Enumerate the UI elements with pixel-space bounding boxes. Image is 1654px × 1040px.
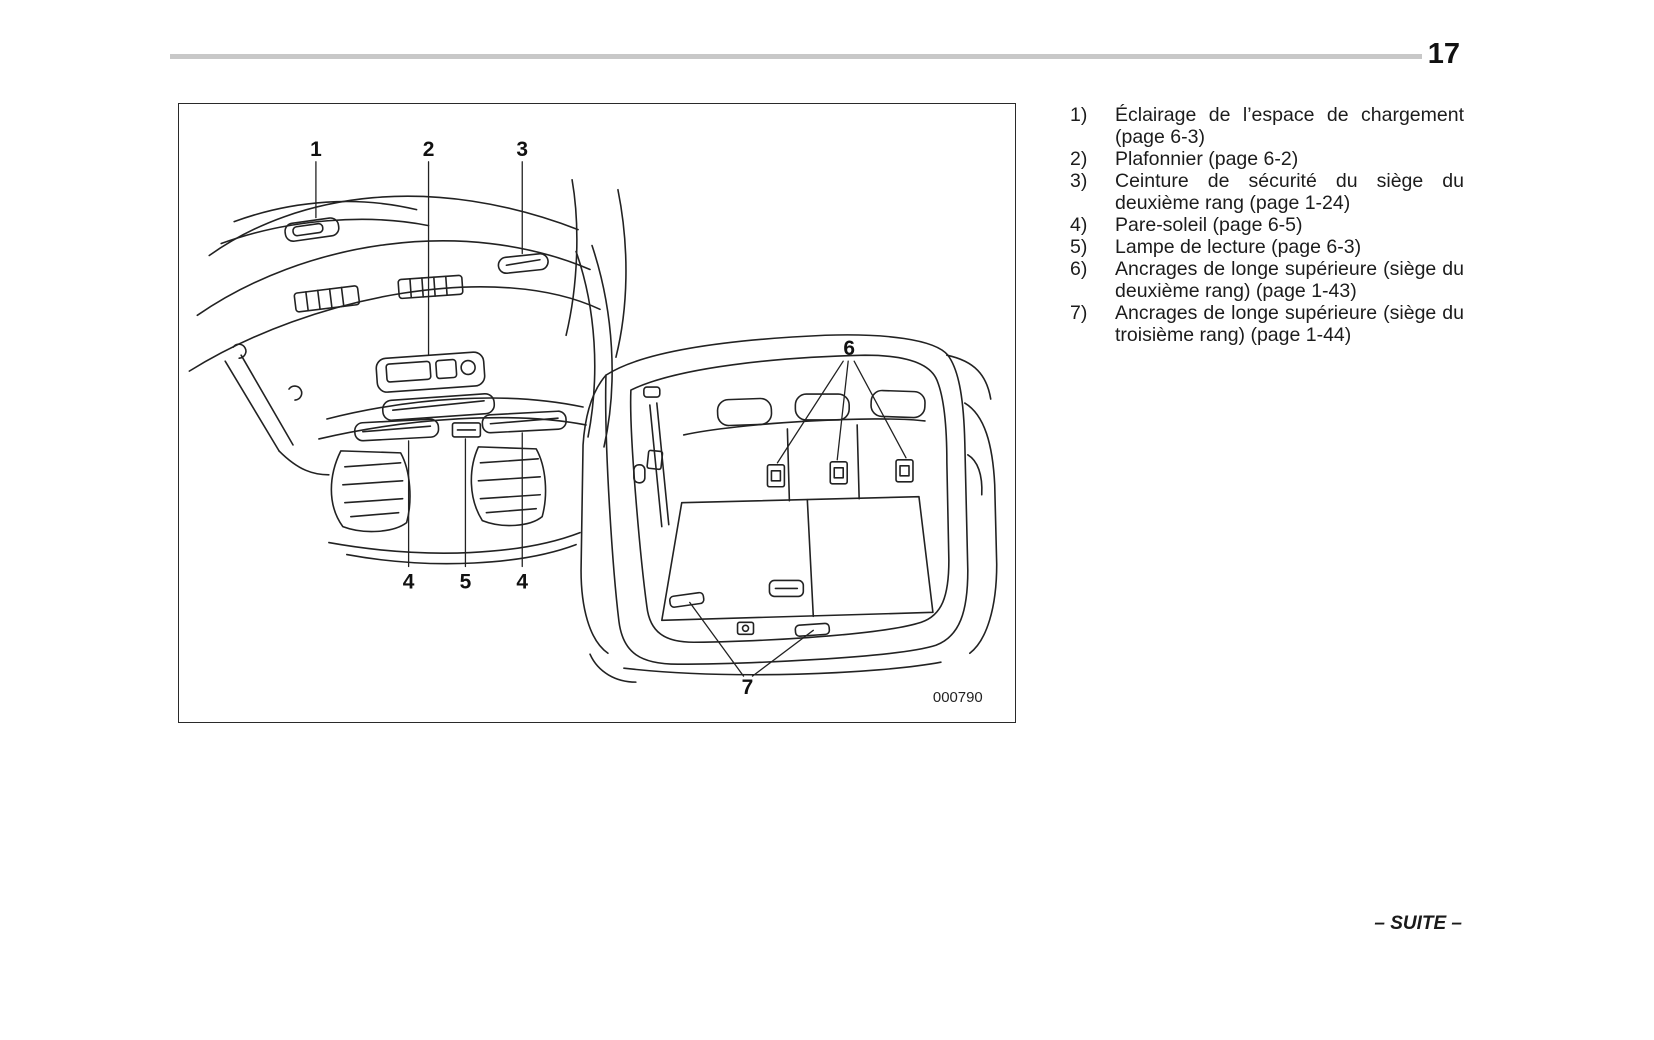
front-seat-left <box>330 450 411 533</box>
cargo-view <box>580 334 998 683</box>
page-number: 17 <box>1427 38 1460 70</box>
opening-inner-outline <box>629 354 950 644</box>
sun-visor-left <box>353 418 440 442</box>
seat-belt <box>643 386 670 528</box>
legend-item-number: 2) <box>1070 148 1088 170</box>
ceiling-view <box>188 178 627 565</box>
legend-item-number: 5) <box>1070 236 1088 258</box>
second-row-light <box>497 252 549 275</box>
callout-7-label: 7 <box>742 676 754 699</box>
tether-anchor-1 <box>766 464 786 488</box>
callout-5-label: 5 <box>460 570 472 593</box>
callout-2-label: 2 <box>423 138 435 161</box>
legend-item-1: 1) Éclairage de l’espace de chargement (… <box>1070 104 1464 148</box>
callout-4b-label: 4 <box>516 570 528 593</box>
reading-lamp <box>451 422 482 438</box>
front-seat-right <box>470 446 547 527</box>
sun-visor-right <box>481 410 567 434</box>
console-lower-strip <box>381 392 496 422</box>
legend-item-4: 4) Pare-soleil (page 6-5) <box>1070 214 1464 236</box>
tether-anchor-2 <box>829 461 848 485</box>
legend-item-text: Ancrages de longe supérieure (siège du d… <box>1115 258 1464 302</box>
cargo-area-light <box>284 217 340 242</box>
legend-item-number: 3) <box>1070 170 1088 192</box>
pillar-grab-handle <box>633 464 646 484</box>
tether-anchor-3 <box>895 459 914 483</box>
legend-item-number: 7) <box>1070 302 1088 324</box>
legend-item-number: 4) <box>1070 214 1088 236</box>
legend-item-number: 6) <box>1070 258 1088 280</box>
callout-6-label: 6 <box>843 337 855 360</box>
legend-item-text: Pare-soleil (page 6-5) <box>1115 214 1303 236</box>
right-pillar-lines <box>565 178 627 448</box>
legend-list: 1) Éclairage de l’espace de chargement (… <box>1070 104 1464 346</box>
footer-continuation-note: – SUITE – <box>1374 913 1462 934</box>
tie-down-anchor-right <box>794 622 831 637</box>
legend-item-text: Éclairage de l’espace de chargement (pag… <box>1115 104 1464 148</box>
left-pillar-lines <box>224 343 330 476</box>
body-side-lines <box>580 354 998 683</box>
vehicle-interior-diagram: 1 2 3 4 5 4 6 7 000790 <box>188 138 998 706</box>
header-rule <box>170 54 1422 59</box>
legend-item-6: 6) Ancrages de longe supérieure (siège d… <box>1070 258 1464 302</box>
second-row-seatback <box>682 389 926 502</box>
figure-code: 000790 <box>933 689 983 706</box>
legend-item-2: 2) Plafonnier (page 6-2) <box>1070 148 1464 170</box>
callout-1-label: 1 <box>310 138 322 161</box>
tailgate-latch <box>736 621 755 636</box>
air-vent-left <box>293 285 361 313</box>
legend-item-text: Lampe de lecture (page 6-3) <box>1115 236 1362 258</box>
figure-box: 1 2 3 4 5 4 6 7 000790 <box>178 103 1016 723</box>
legend-item-7: 7) Ancrages de longe supérieure (siège d… <box>1070 302 1464 346</box>
legend-item-text: Ancrages de longe supérieure (siège du t… <box>1115 302 1464 346</box>
cargo-floor <box>660 495 934 622</box>
legend-item-3: 3) Ceinture de sécurité du siège du deux… <box>1070 170 1464 214</box>
air-vent-right <box>397 274 464 300</box>
tie-down-anchor-left <box>668 591 705 608</box>
callout-4a-label: 4 <box>403 570 415 593</box>
body-outer-outline <box>604 334 969 665</box>
roof-outline-lines <box>188 195 601 565</box>
overhead-console <box>375 351 486 393</box>
callout-leader-lines <box>315 161 907 677</box>
callout-3-label: 3 <box>516 138 528 161</box>
legend-item-text: Plafonnier (page 6-2) <box>1115 148 1299 170</box>
legend-item-number: 1) <box>1070 104 1088 126</box>
legend-item-text: Ceinture de sécurité du siège du deuxièm… <box>1115 170 1464 214</box>
legend-item-5: 5) Lampe de lecture (page 6-3) <box>1070 236 1464 258</box>
